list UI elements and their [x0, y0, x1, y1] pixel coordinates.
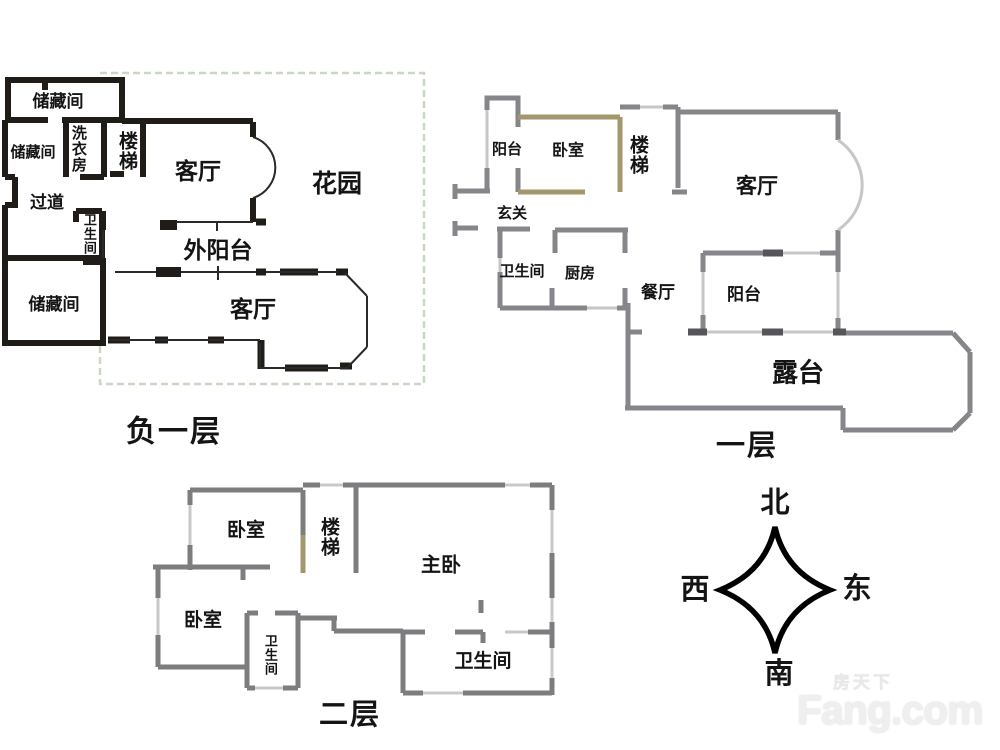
room-label-basement-storage-bottom: 储藏间: [28, 295, 80, 315]
room-label-basement-living-bottom: 客厅: [230, 295, 276, 322]
room-label-first-bedroom: 卧室: [551, 142, 585, 160]
room-label-second-master: 主卧: [421, 554, 461, 577]
room-label-first-balcony-nw: 阳台: [491, 141, 523, 159]
room-label-second-bedroom-n: 卧室: [226, 520, 266, 542]
room-label-first-dining: 餐厅: [641, 283, 675, 303]
room-label-basement-bathroom: 卫生间: [81, 213, 97, 255]
room-label-basement-laundry: 洗衣房: [69, 125, 87, 173]
room-label-basement-storage-left: 储藏间: [10, 144, 56, 162]
watermark-en-text: Fang.com: [797, 687, 984, 733]
first-floor-walls: [452, 95, 973, 433]
room-label-first-kitchen: 厨房: [564, 265, 596, 283]
room-label-first-balcony-s: 阳台: [727, 285, 761, 305]
room-label-second-bathroom-e: 卫生间: [454, 651, 512, 673]
compass-west-label: 西: [680, 573, 710, 606]
basement-walls: [2, 77, 256, 346]
room-label-second-bathroom-small: 卫生间: [262, 634, 278, 676]
floor-label-basement: 负一层: [126, 415, 222, 449]
basement-bay-window-arc: [252, 136, 277, 199]
room-label-first-stairs: 楼梯: [626, 135, 648, 175]
basement-thin-lines: [102, 136, 368, 369]
room-label-basement-hallway: 过道: [30, 193, 64, 213]
room-label-first-entry: 玄关: [496, 205, 528, 223]
floor-label-first: 一层: [715, 429, 779, 462]
watermark-cn-text: 房天下: [833, 673, 893, 692]
first-floor-tan-walls: [518, 114, 623, 195]
room-label-basement-garden: 花园: [311, 169, 363, 198]
room-label-first-living: 客厅: [736, 174, 778, 198]
room-label-basement-storage-top: 储藏间: [32, 92, 84, 112]
garden-dashed-border: [98, 71, 426, 386]
room-label-basement-living-top: 客厅: [175, 157, 221, 184]
first-floor-windows: [485, 105, 864, 334]
living-bay-window-arc: [837, 138, 864, 232]
compass-east-label: 东: [842, 572, 872, 605]
room-label-first-terrace: 露台: [771, 357, 825, 388]
room-label-basement-outer-balcony: 外阳台: [183, 236, 253, 263]
room-label-second-bedroom-w: 卧室: [183, 610, 223, 632]
basement-window-posts: [156, 220, 181, 277]
compass-north-label: 北: [760, 486, 790, 519]
room-label-second-stairs: 楼梯: [317, 517, 339, 557]
second-floor-windows: [156, 483, 554, 695]
room-label-first-bathroom: 卫生间: [499, 263, 545, 281]
compass-south-label: 南: [764, 657, 794, 690]
second-floor-walls: [153, 482, 555, 696]
watermark-fang-logo: 房天下 Fang.com: [797, 668, 984, 733]
room-label-basement-stairs: 楼梯: [115, 131, 137, 171]
compass-star: [712, 526, 838, 654]
first-floor-dark-posts: [688, 249, 846, 336]
floor-label-second: 二层: [318, 698, 382, 731]
